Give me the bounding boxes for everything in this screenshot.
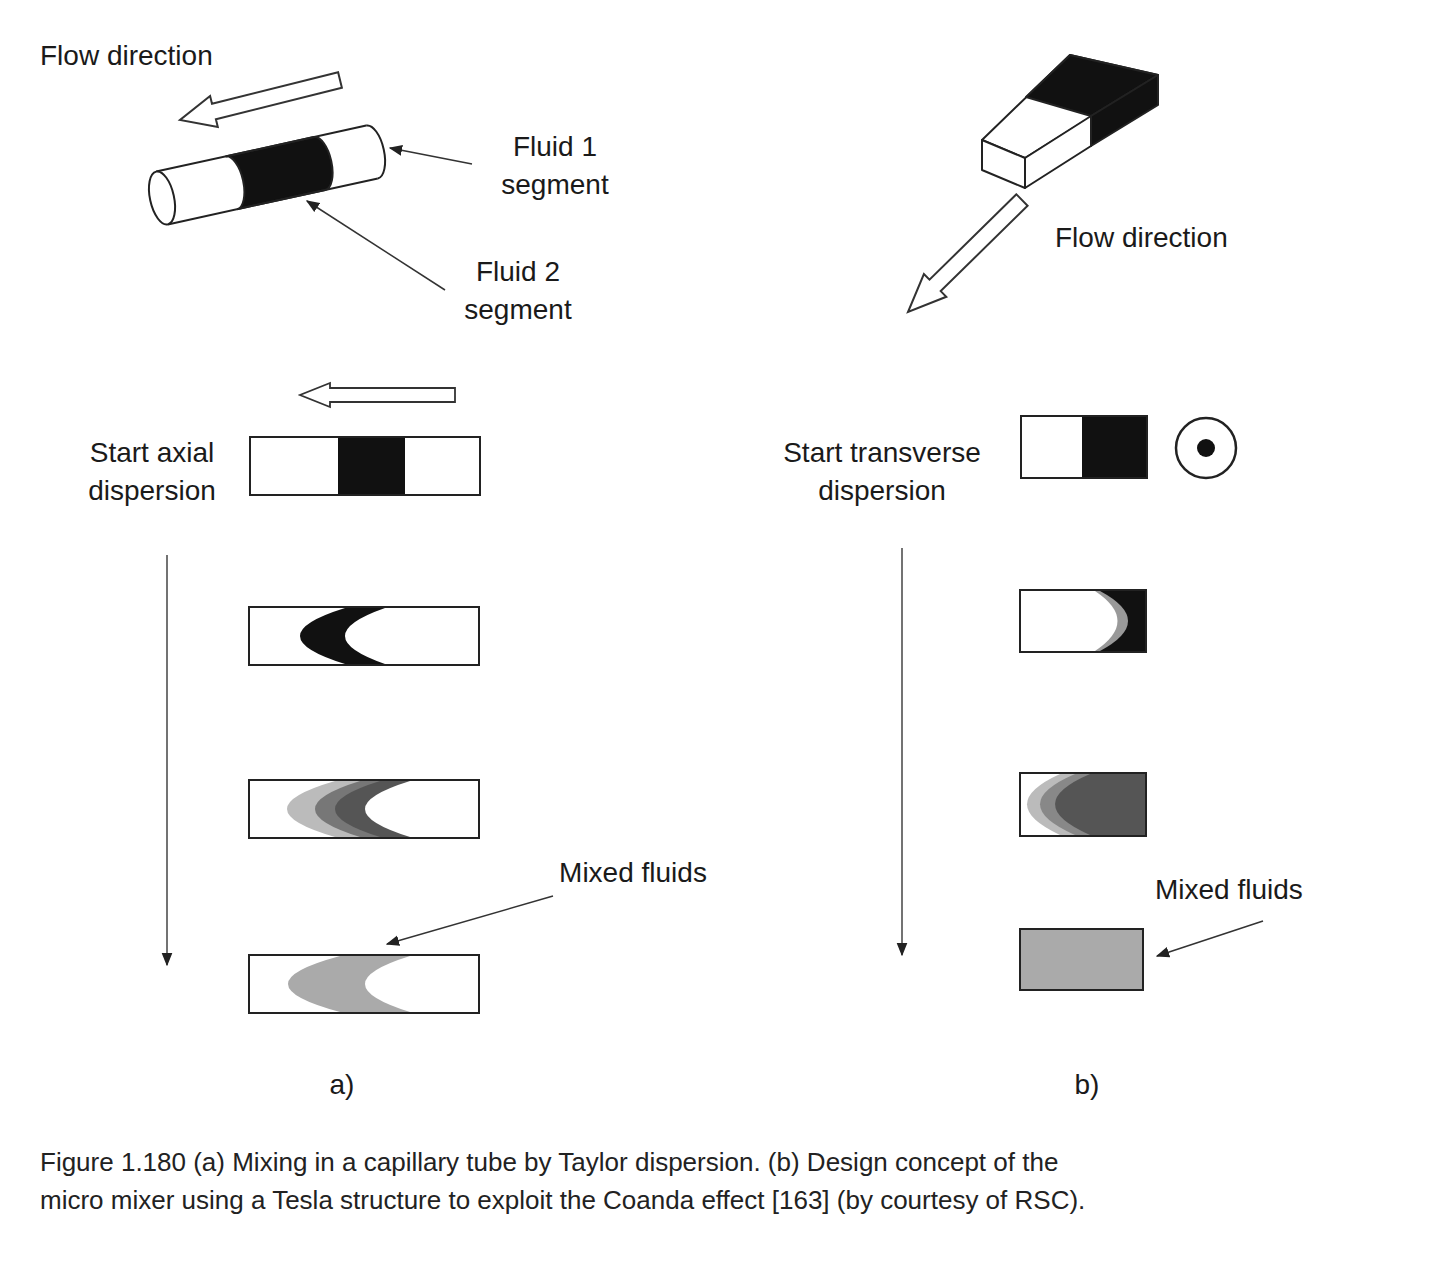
transverse-stage-2 [1020,590,1146,652]
leader-line [387,896,553,944]
stage-label: Start axial dispersion [62,434,242,510]
flow-direction-label: Flow direction [40,37,270,75]
axial-stage-2 [249,607,479,665]
axial-stage-1 [250,437,480,495]
time-arrow [166,555,168,965]
fluid-label: Fluid 1 segment [470,128,640,204]
axial-stage-4 [249,955,479,1013]
mixed-label: Mixed fluids [518,854,748,892]
axial-stage-3 [249,780,479,838]
transverse-stage-1 [1021,416,1147,478]
stage-label: Start transverse dispersion [752,434,1012,510]
channel-block [982,55,1158,188]
flow-arrow [908,194,1028,312]
flow-arrow [180,72,342,127]
fluid-label: Fluid 2 segment [433,253,603,329]
flow-direction-label: Flow direction [1055,219,1315,257]
transverse-stage-3 [1020,773,1146,836]
flow-arrow [300,383,455,407]
capillary-tube [144,125,385,226]
leader-line [390,148,472,164]
time-arrow [901,548,903,955]
leader-line [307,201,445,290]
mixed-label: Mixed fluids [1155,871,1395,909]
figure-caption: Figure 1.180 (a) Mixing in a capillary t… [40,1143,1120,1219]
panel-label: a) [312,1066,372,1104]
leader-line [1157,921,1263,956]
flow-out-of-page-symbol [1176,418,1236,478]
panel-label: b) [1057,1066,1117,1104]
transverse-stage-4 [1020,929,1143,990]
